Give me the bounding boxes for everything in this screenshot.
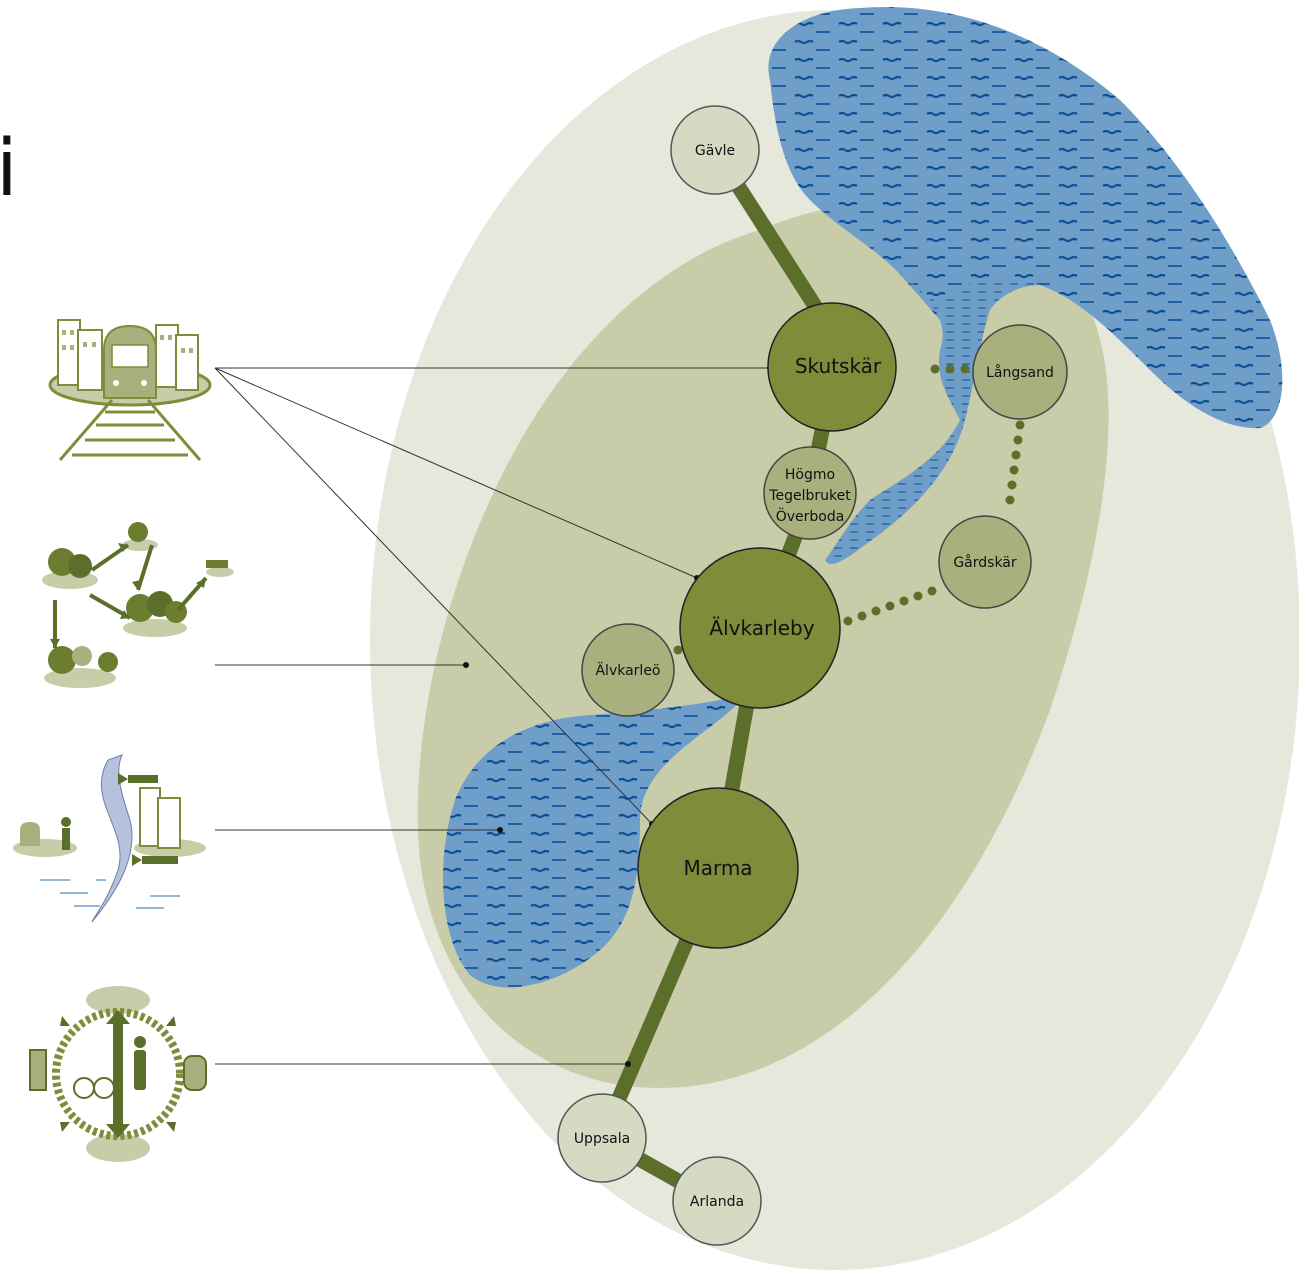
node-label-overboda: Överboda bbox=[776, 507, 845, 525]
green-structure-icon bbox=[42, 522, 234, 688]
node-label-uppsala: Uppsala bbox=[574, 1131, 630, 1147]
node-skutskar: Skutskär bbox=[767, 302, 897, 432]
title-fragment: i bbox=[0, 124, 18, 214]
node-label-gavle: Gävle bbox=[695, 143, 735, 159]
node-label-alvkarleby: Älvkarleby bbox=[709, 616, 814, 640]
dotted-connections bbox=[673, 364, 1025, 655]
node-langsand: Långsand bbox=[972, 324, 1068, 420]
river bbox=[825, 277, 1040, 565]
leader-lines bbox=[214, 367, 770, 1065]
node-label-tegelbruket: Tegelbruket bbox=[768, 488, 851, 504]
river-recreation-icon bbox=[13, 754, 206, 923]
node-label-marma: Marma bbox=[683, 856, 752, 880]
node-label-langsand: Långsand bbox=[986, 364, 1054, 381]
mobility-icon bbox=[29, 986, 207, 1162]
node-label-alvkarleo: Älvkarleö bbox=[595, 661, 660, 679]
node-label-skutskar: Skutskär bbox=[795, 354, 882, 378]
lake bbox=[443, 695, 745, 988]
node-marma: Marma bbox=[637, 787, 799, 949]
node-label-arlanda: Arlanda bbox=[690, 1194, 744, 1210]
sea bbox=[768, 6, 1283, 429]
node-gavle: Gävle bbox=[670, 105, 760, 195]
node-alvkarleby: Älvkarleby bbox=[679, 547, 841, 709]
node-uppsala: Uppsala bbox=[557, 1093, 647, 1183]
station-community-icon bbox=[48, 319, 212, 461]
node-label-hogmo: Högmo bbox=[785, 467, 835, 483]
node-alvkarleo: Älvkarleö bbox=[581, 623, 675, 717]
node-gardskar: Gårdskär bbox=[938, 515, 1032, 609]
node-label-gardskar: Gårdskär bbox=[953, 554, 1017, 571]
node-arlanda: Arlanda bbox=[672, 1156, 762, 1246]
node-hogmo-tegelbruket-overboda: Högmo Tegelbruket Överboda bbox=[763, 446, 857, 540]
